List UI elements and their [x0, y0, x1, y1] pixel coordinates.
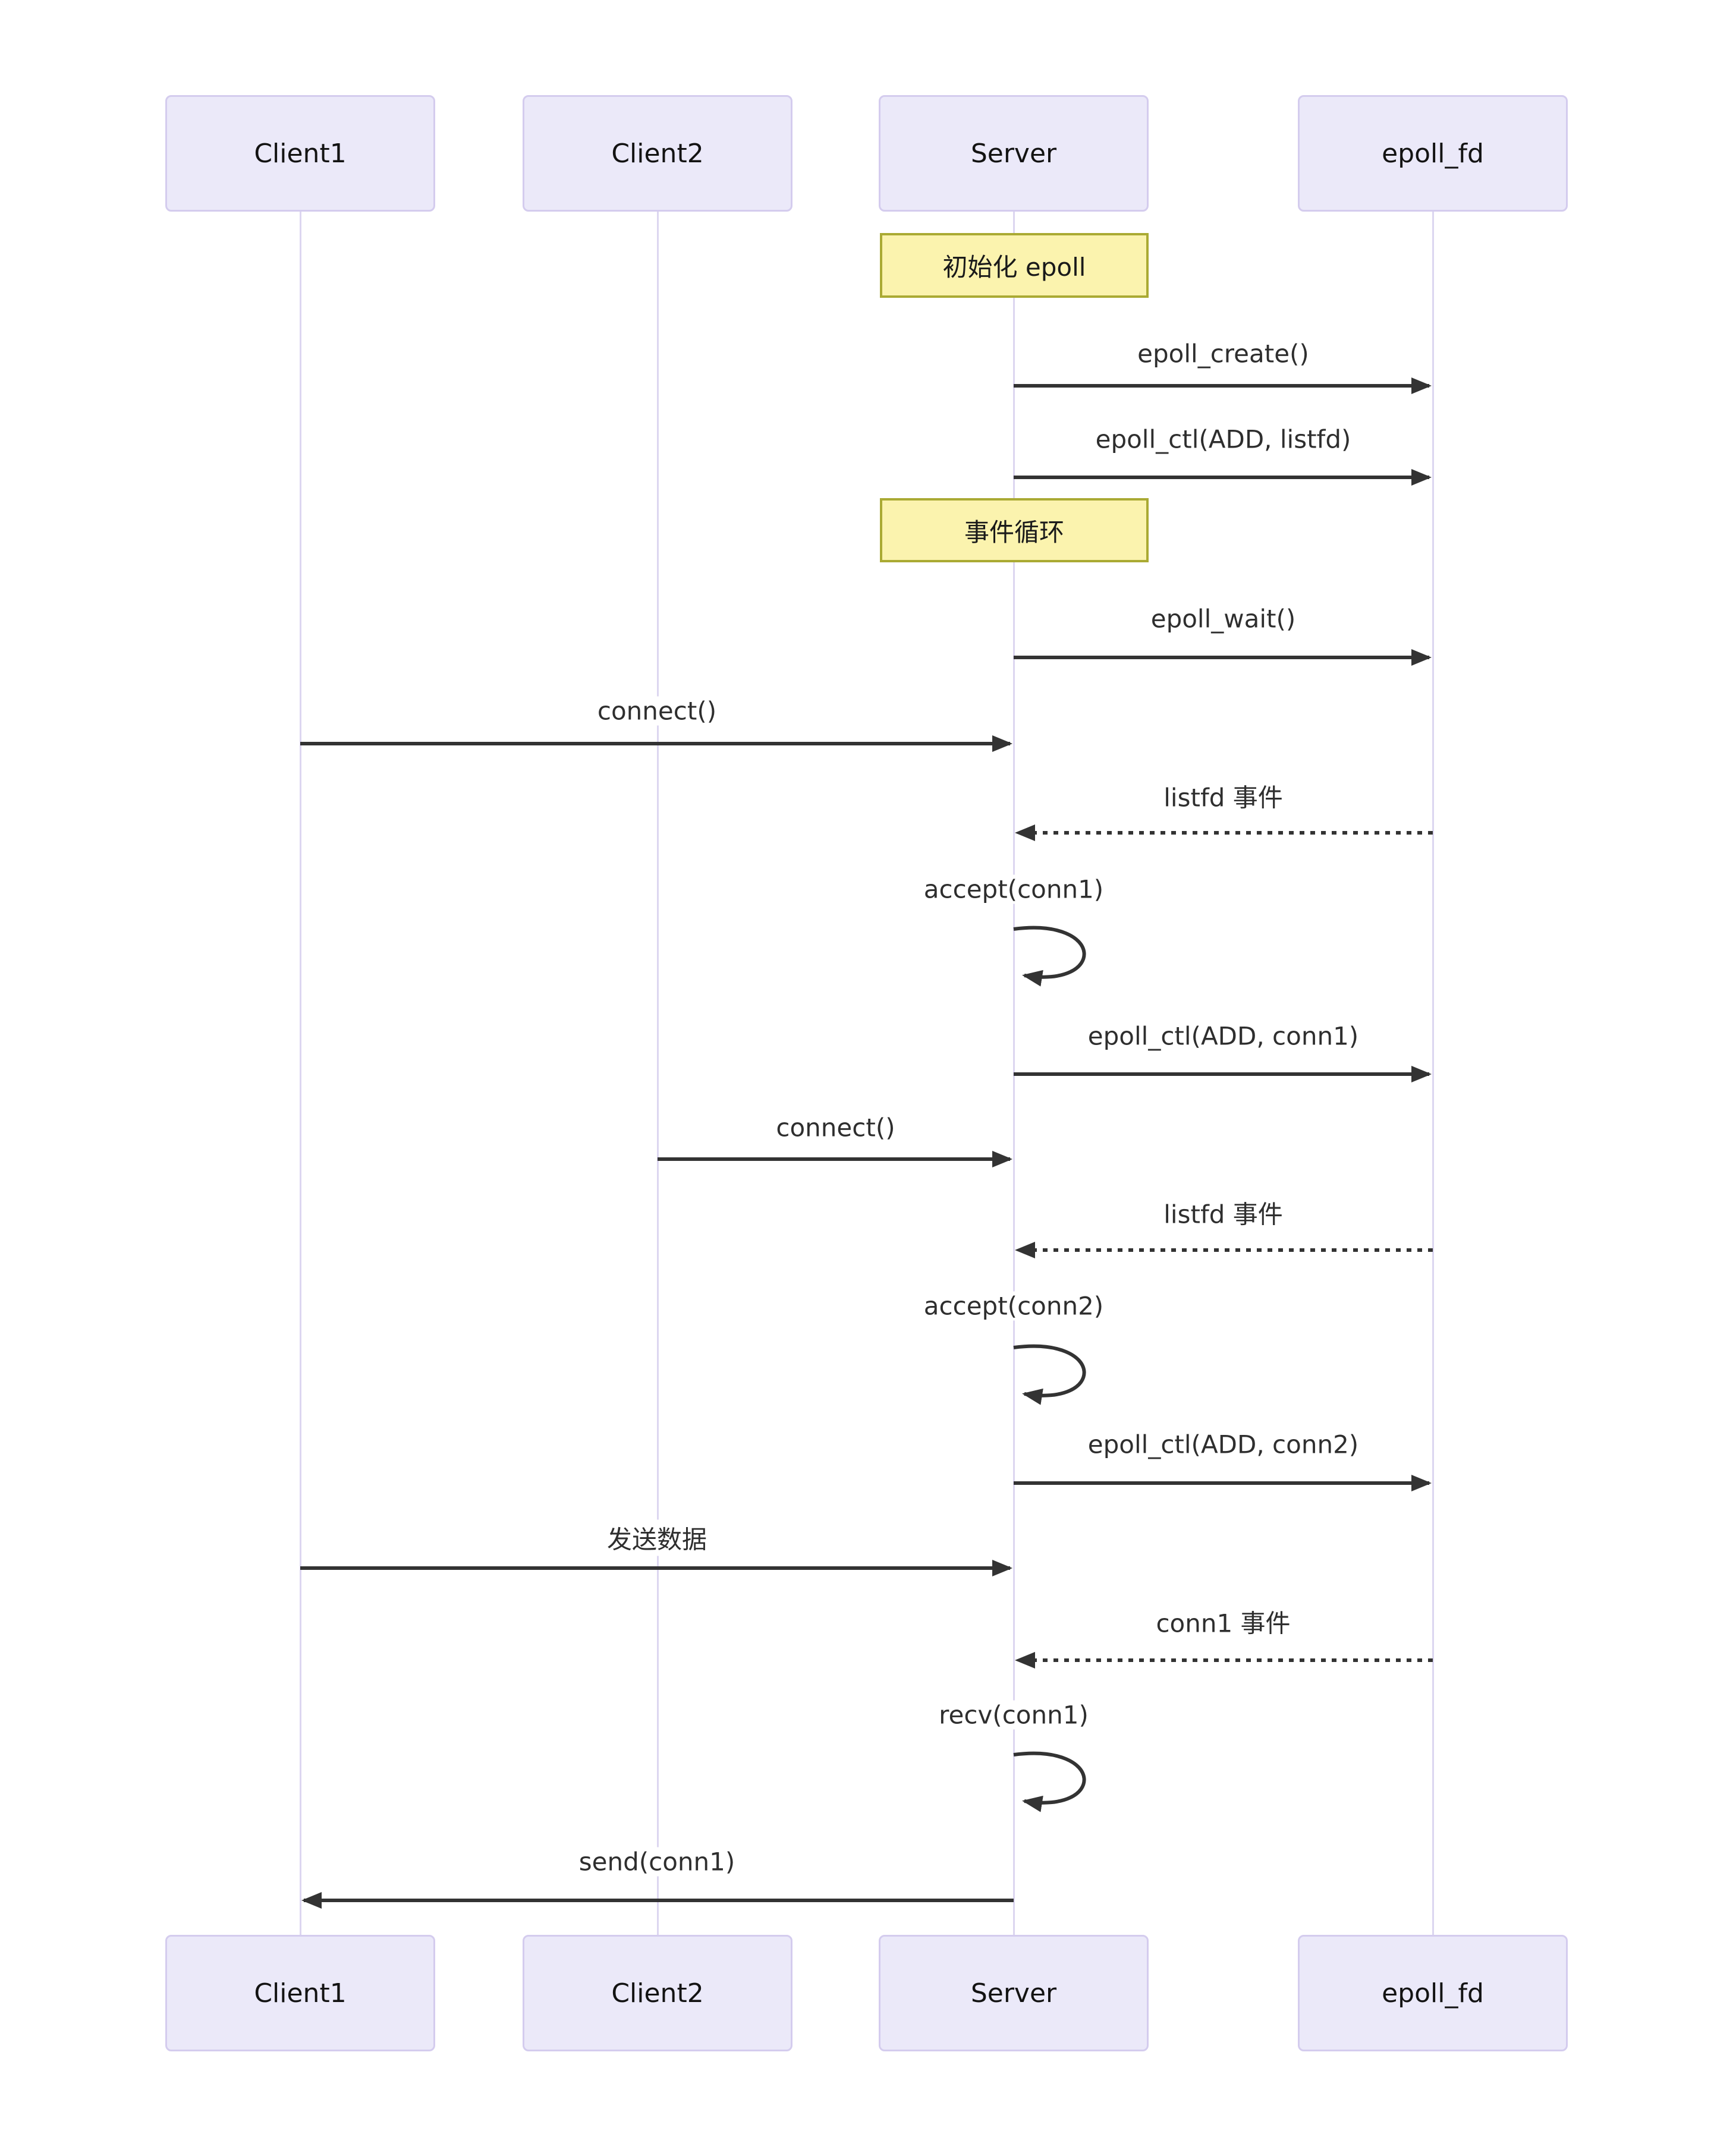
lifeline-client2	[656, 212, 659, 1935]
actor-box-top-client2: Client2	[523, 95, 792, 212]
actor-box-top-client1: Client1	[165, 95, 435, 212]
actor-box-top-epoll_fd: epoll_fd	[1298, 95, 1568, 212]
message-label: 发送数据	[603, 1519, 711, 1556]
message-label: accept(conn1)	[920, 874, 1108, 904]
message-label: epoll_ctl(ADD, conn1)	[1084, 1021, 1363, 1051]
message-label: send(conn1)	[575, 1847, 739, 1877]
actor-box-bottom-server: Server	[879, 1935, 1149, 2051]
lifeline-epoll_fd	[1432, 212, 1434, 1935]
actor-box-bottom-client2: Client2	[523, 1935, 792, 2051]
message-label: conn1 事件	[1152, 1603, 1294, 1640]
message-label: epoll_ctl(ADD, listfd)	[1092, 424, 1355, 454]
self-loop-arrow	[1013, 1344, 1086, 1405]
self-loop-arrow	[1013, 1751, 1086, 1812]
message-label: listfd 事件	[1160, 1194, 1287, 1231]
message-label: connect()	[772, 1113, 899, 1142]
note: 初始化 epoll	[880, 233, 1149, 298]
message-label: listfd 事件	[1160, 778, 1287, 814]
actor-box-top-server: Server	[879, 95, 1149, 212]
message-label: epoll_ctl(ADD, conn2)	[1084, 1430, 1363, 1459]
message-label: accept(conn2)	[920, 1291, 1108, 1321]
message-label: connect()	[593, 696, 721, 726]
lifeline-client1	[299, 212, 301, 1935]
self-loop-arrow	[1013, 926, 1086, 987]
actor-box-bottom-client1: Client1	[165, 1935, 435, 2051]
message-label: epoll_wait()	[1147, 604, 1300, 634]
actor-box-bottom-epoll_fd: epoll_fd	[1298, 1935, 1568, 2051]
message-label: recv(conn1)	[935, 1700, 1092, 1730]
note: 事件循环	[880, 498, 1149, 562]
message-label: epoll_create()	[1134, 339, 1313, 369]
